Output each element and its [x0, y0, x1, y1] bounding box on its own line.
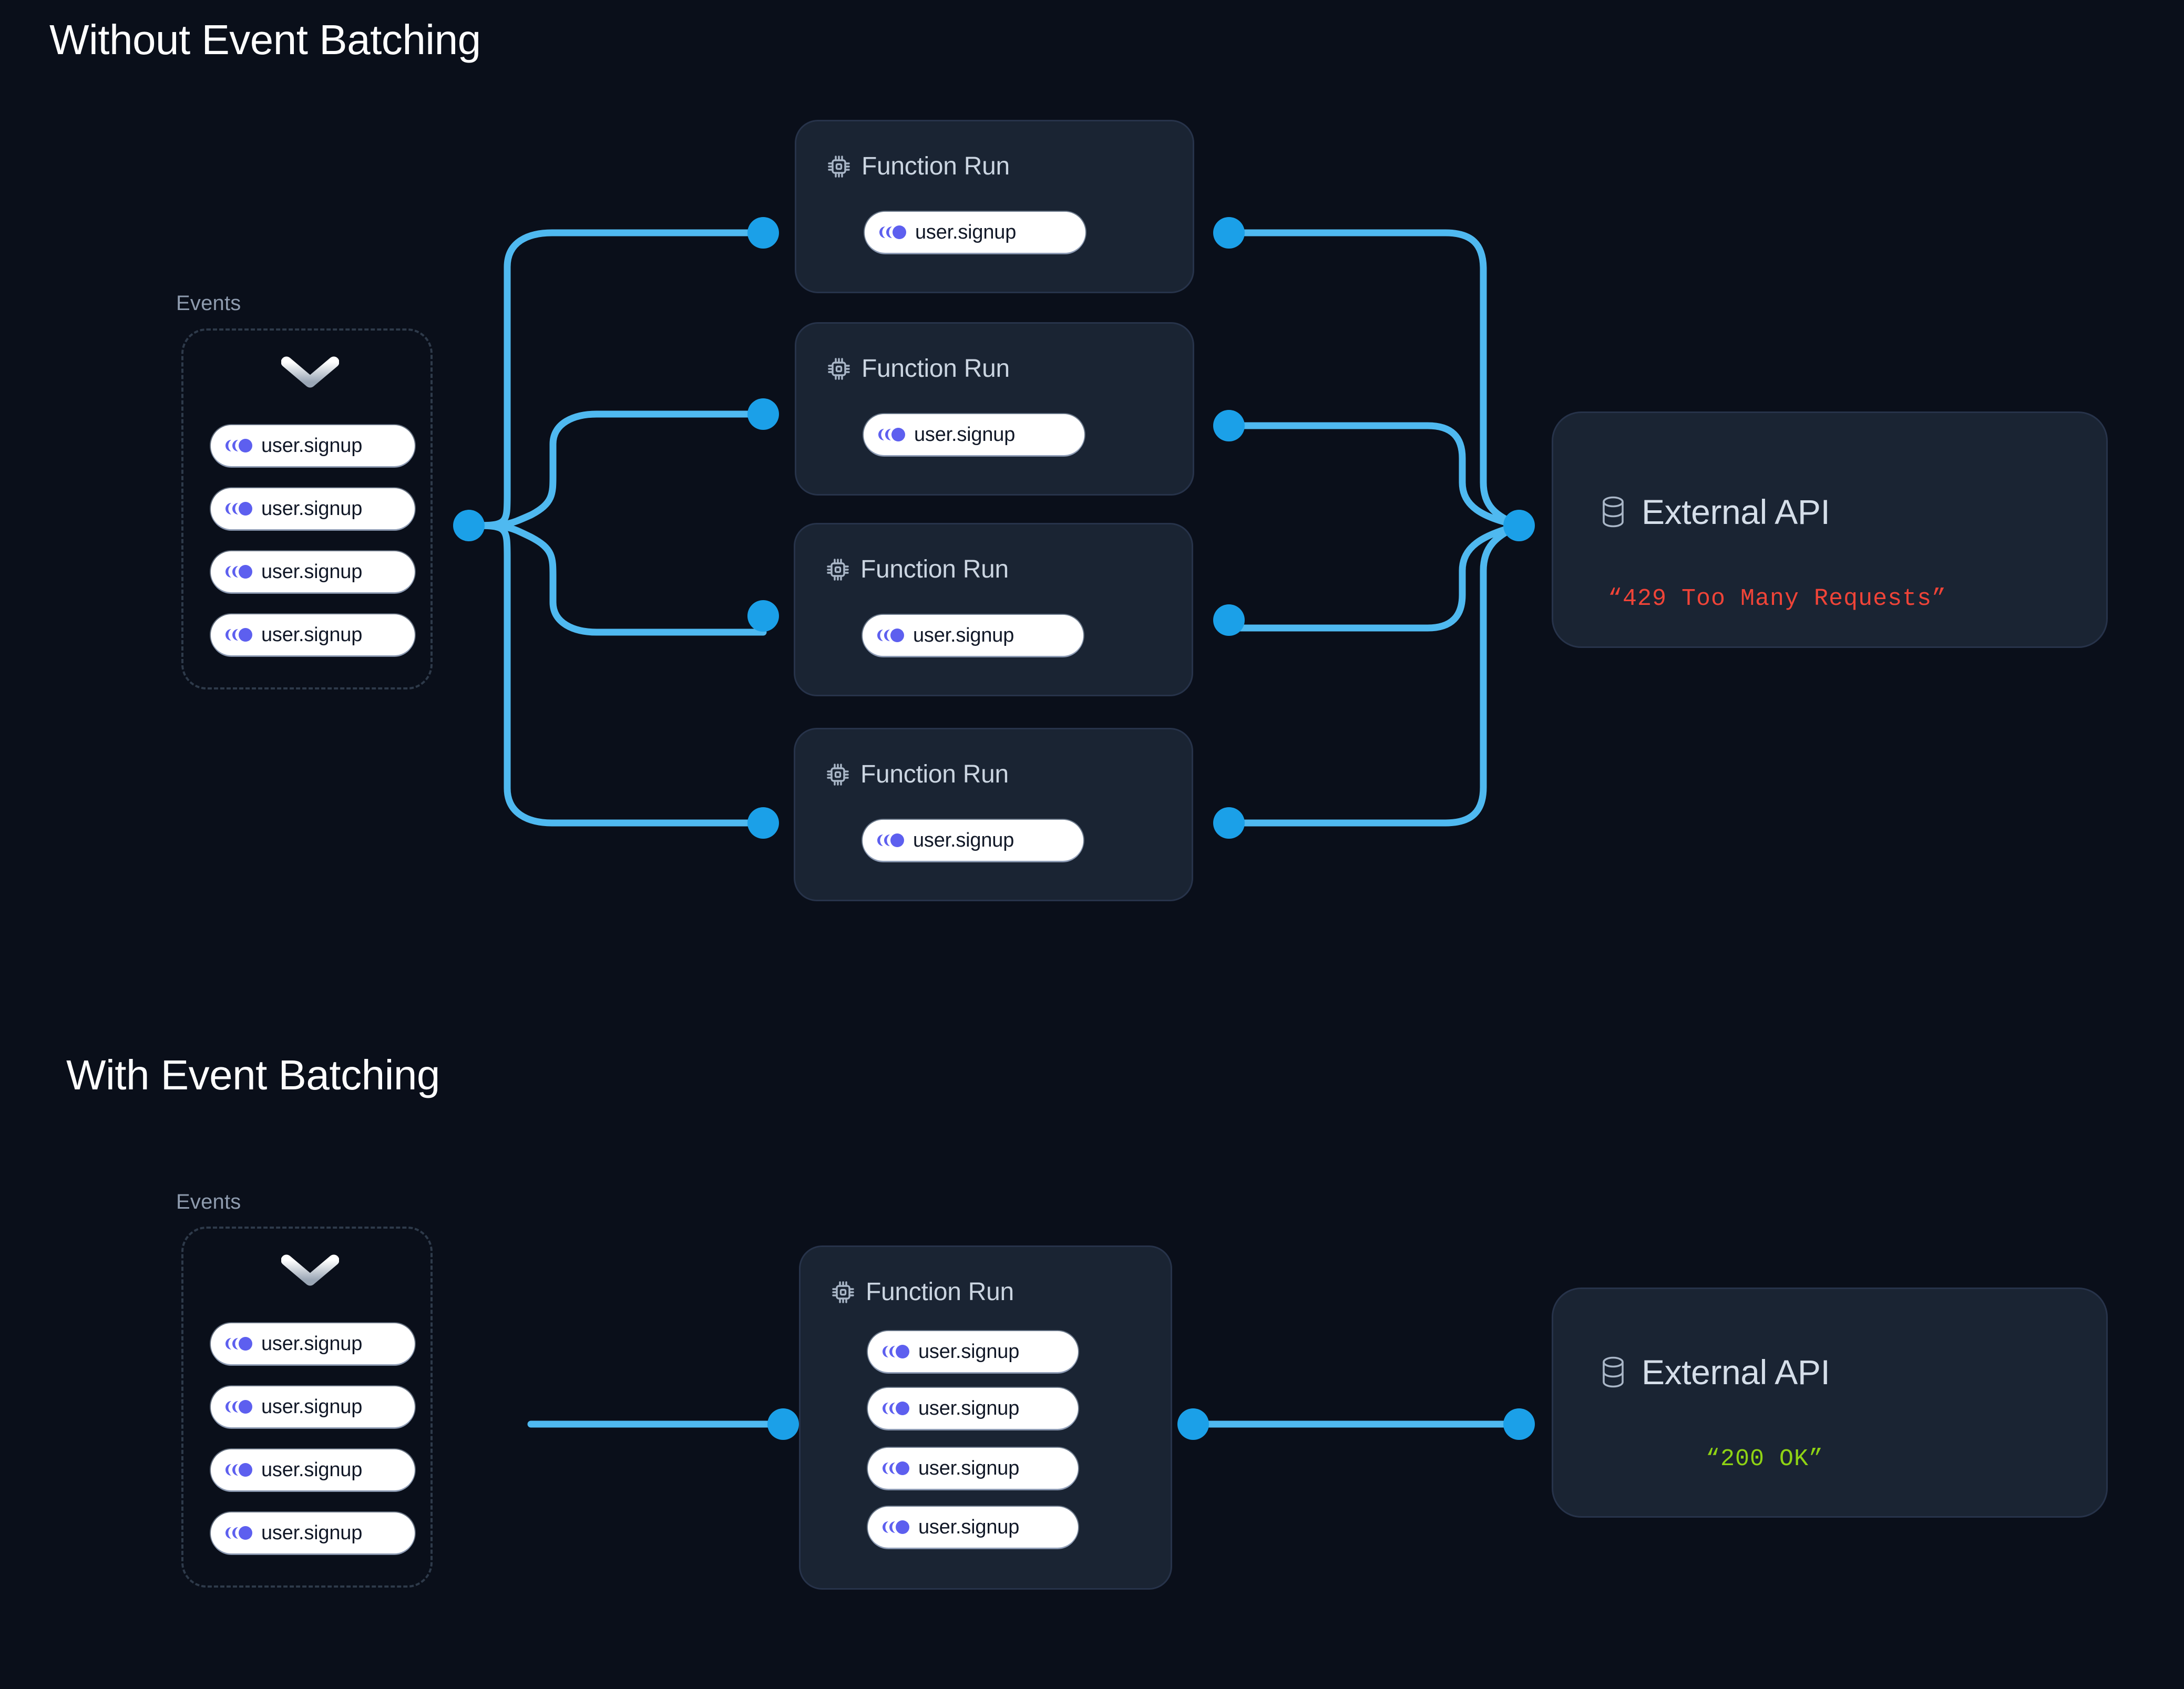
event-pill-label: user.signup [918, 1516, 1020, 1538]
event-pill-label: user.signup [918, 1340, 1020, 1363]
inngest-event-icon [225, 1463, 252, 1477]
inngest-event-icon [877, 629, 904, 642]
event-pill[interactable]: user.signup [211, 488, 415, 529]
inngest-event-icon [225, 1526, 252, 1540]
function-run-card[interactable]: Function Run user.signup [795, 322, 1194, 496]
cpu-chip-icon [827, 763, 849, 786]
event-pill[interactable]: user.signup [863, 820, 1083, 861]
function-run-header: Function Run [831, 1278, 1014, 1306]
function-run-header: Function Run [827, 152, 1010, 181]
inngest-event-icon [225, 1337, 252, 1351]
event-pill[interactable]: user.signup [211, 425, 415, 466]
function-run-title: Function Run [862, 355, 1010, 383]
function-run-header: Function Run [827, 354, 1010, 383]
inngest-event-icon [883, 1345, 909, 1358]
inngest-event-icon [883, 1461, 909, 1475]
inngest-event-icon [225, 439, 252, 452]
function-run-card[interactable]: Function Run user.signup [794, 523, 1193, 696]
section-title-without-batching: Without Event Batching [49, 16, 481, 63]
event-pill[interactable]: user.signup [868, 1507, 1078, 1548]
database-icon [1603, 496, 1624, 528]
inngest-event-icon [877, 833, 904, 847]
cpu-chip-icon [828, 155, 850, 178]
external-api-status-badge: “200 OK” [1706, 1446, 1824, 1472]
event-pill[interactable]: user.signup [865, 212, 1085, 253]
events-container-without: user.signup user.signup user.signup [181, 328, 433, 689]
external-api-header: External API [1598, 492, 1830, 532]
event-pill-label: user.signup [261, 1332, 363, 1355]
inngest-event-icon [879, 225, 906, 239]
external-api-card[interactable]: External API “429 Too Many Requests” [1552, 411, 2108, 648]
event-pill[interactable]: user.signup [868, 1448, 1078, 1489]
section-title-with-batching: With Event Batching [66, 1052, 440, 1098]
function-run-title: Function Run [860, 555, 1009, 583]
event-pill[interactable]: user.signup [211, 1323, 415, 1364]
event-pill-label: user.signup [261, 1521, 363, 1544]
inngest-event-icon [225, 628, 252, 642]
external-api-card[interactable]: External API “200 OK” [1552, 1288, 2108, 1518]
event-pill-label: user.signup [261, 1458, 363, 1481]
event-pill-label: user.signup [915, 221, 1017, 243]
event-pill-label: user.signup [261, 1395, 363, 1418]
event-pill-label: user.signup [914, 423, 1016, 446]
event-pill[interactable]: user.signup [863, 615, 1083, 656]
event-pill-label: user.signup [261, 434, 363, 457]
external-api-status-badge: “429 Too Many Requests” [1608, 585, 1947, 612]
event-pill[interactable]: user.signup [868, 1388, 1078, 1429]
event-pill[interactable]: user.signup [864, 414, 1084, 455]
function-run-title: Function Run [862, 152, 1010, 180]
event-pill[interactable]: user.signup [868, 1331, 1078, 1372]
event-pill-label: user.signup [918, 1397, 1020, 1419]
cpu-chip-icon [827, 558, 849, 581]
inngest-event-icon [225, 1400, 252, 1414]
event-pill[interactable]: user.signup [211, 1386, 415, 1427]
external-api-title: External API [1642, 492, 1830, 531]
chevron-down-icon [281, 356, 339, 388]
function-run-header: Function Run [826, 760, 1009, 789]
external-api-title: External API [1642, 1353, 1830, 1392]
inngest-event-icon [883, 1520, 909, 1534]
cpu-chip-icon [828, 357, 850, 380]
event-pill-label: user.signup [261, 623, 363, 646]
database-icon [1603, 1356, 1624, 1388]
function-run-card[interactable]: Function Run user.signup [795, 120, 1194, 293]
events-label-with: Events [176, 1190, 241, 1213]
inngest-event-icon [883, 1402, 909, 1415]
function-run-card[interactable]: Function Run user.signup [794, 728, 1193, 901]
function-run-header: Function Run [826, 555, 1009, 584]
event-pill-label: user.signup [913, 829, 1014, 851]
event-pill-label: user.signup [918, 1457, 1020, 1479]
external-api-header: External API [1598, 1352, 1830, 1392]
function-run-card-batched[interactable]: Function Run user.signup user.signup [799, 1245, 1172, 1590]
events-container-with: user.signup user.signup user.signup [181, 1227, 433, 1588]
cpu-chip-icon [832, 1281, 854, 1303]
event-pill-label: user.signup [261, 560, 363, 583]
event-pill-label: user.signup [261, 497, 363, 520]
inngest-event-icon [225, 502, 252, 516]
event-pill[interactable]: user.signup [211, 1512, 415, 1553]
inngest-event-icon [878, 428, 905, 441]
function-run-title: Function Run [866, 1278, 1014, 1306]
inngest-event-icon [225, 565, 252, 579]
chevron-down-icon [281, 1254, 339, 1286]
event-pill-label: user.signup [913, 624, 1014, 646]
event-pill[interactable]: user.signup [211, 1449, 415, 1490]
function-run-title: Function Run [860, 760, 1009, 788]
event-pill[interactable]: user.signup [211, 551, 415, 592]
event-pill[interactable]: user.signup [211, 614, 415, 655]
events-label-without: Events [176, 292, 241, 315]
